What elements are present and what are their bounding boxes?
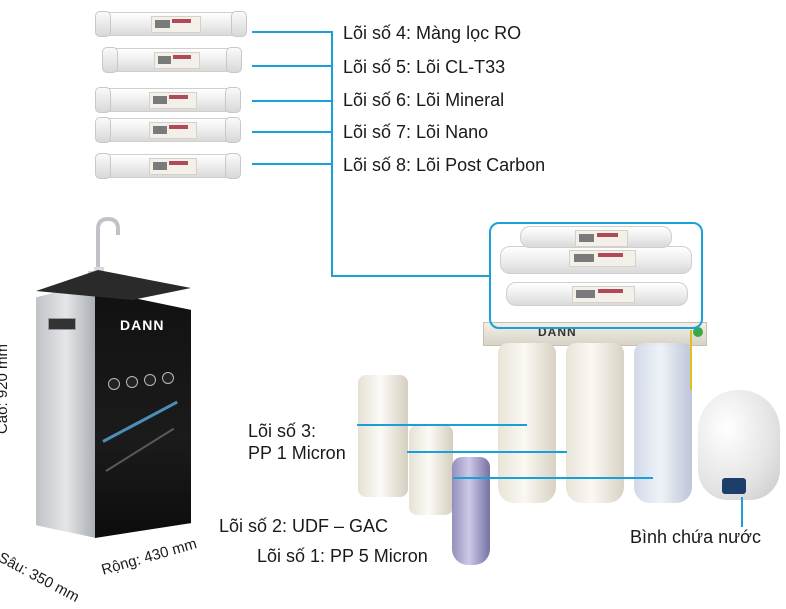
control-button-icon (126, 376, 138, 388)
post-carbon-cartridge (95, 153, 241, 179)
width-dimension: Rộng: 430 mm (99, 535, 199, 579)
connector-line (741, 497, 743, 527)
core-3-label-line1: Lõi số 3: (248, 421, 317, 441)
core-5-label: Lõi số 5: Lõi CL-T33 (343, 57, 506, 77)
connector-line (331, 275, 491, 277)
connector-line (331, 31, 333, 276)
control-button-icon (108, 378, 120, 390)
core-6-label: Lõi số 6: Lõi Mineral (343, 90, 505, 110)
connector-line (252, 131, 332, 133)
control-button-icon (162, 372, 174, 384)
top-cartridges-highlight (489, 222, 703, 329)
core-2-label: Lõi số 2: UDF – GAC (219, 516, 389, 536)
core-7-label: Lõi số 7: Lõi Nano (343, 122, 489, 142)
connector-line (357, 424, 527, 426)
control-button-icon (144, 374, 156, 386)
connector-line (252, 163, 332, 165)
core-3-housing (358, 375, 408, 497)
connector-line (453, 477, 653, 479)
brand-logo: DANN (120, 317, 165, 333)
core-8-label: Lõi số 8: Lõi Post Carbon (343, 155, 546, 175)
ro-membrane-cartridge (95, 11, 247, 37)
core-1-housing (452, 457, 490, 565)
connector-line (252, 100, 332, 102)
depth-dimension: Sâu: 350 mm (0, 549, 83, 606)
power-indicator-icon (693, 327, 703, 337)
cl-t33-cartridge (102, 47, 242, 73)
core-4-label: Lõi số 4: Màng lọc RO (343, 23, 522, 43)
core-1-label: Lõi số 1: PP 5 Micron (257, 546, 428, 566)
nano-cartridge (95, 117, 241, 143)
tank-label: Bình chứa nước (630, 527, 761, 547)
mineral-cartridge (95, 87, 241, 113)
core-2-housing (409, 425, 453, 515)
core-3-label-line2: PP 1 Micron (248, 443, 346, 463)
height-dimension: Cao: 920 mm (0, 343, 12, 435)
connector-line (252, 31, 332, 33)
connector-line (252, 65, 332, 67)
connector-line (407, 451, 567, 453)
